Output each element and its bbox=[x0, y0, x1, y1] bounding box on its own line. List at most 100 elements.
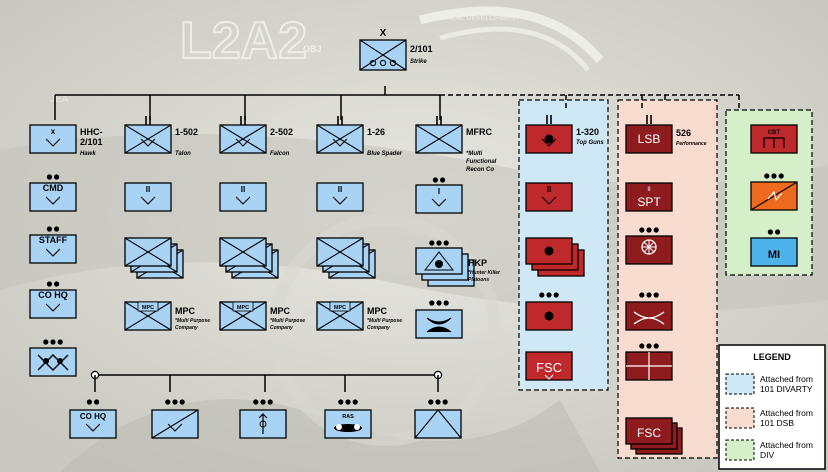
echelon-dot bbox=[46, 174, 53, 180]
echelon-dot bbox=[443, 300, 449, 306]
rotor-icon bbox=[336, 424, 342, 430]
battalion-label: 1-502 bbox=[175, 127, 198, 137]
infantry-cross bbox=[316, 301, 364, 331]
mpc-label: MPC bbox=[367, 306, 388, 316]
echelon-dot bbox=[443, 240, 449, 246]
lsb-frame bbox=[625, 124, 673, 154]
support-sig-symbol bbox=[239, 399, 287, 439]
mpc-box bbox=[137, 301, 159, 312]
fsc-frame bbox=[525, 351, 573, 381]
echelon-dot bbox=[442, 399, 448, 405]
divarty-fsc-symbol: FSC bbox=[525, 351, 573, 381]
fires-batteries-symbol bbox=[525, 237, 585, 277]
company-echelon: II bbox=[146, 185, 150, 194]
lsb-label: LSB bbox=[638, 132, 661, 146]
echelon-dot bbox=[179, 399, 185, 405]
battalion-label: MFRC bbox=[466, 127, 492, 137]
airborne-v-mark bbox=[45, 138, 61, 147]
echelon-dot bbox=[352, 399, 358, 405]
label-line: Company bbox=[270, 325, 293, 331]
wheel-mark bbox=[389, 59, 397, 67]
signal-platoon-symbol bbox=[29, 339, 77, 377]
battalion-sublabel: Talon bbox=[175, 151, 191, 157]
battalion-sublabel: Hawk bbox=[80, 151, 96, 157]
wheel-mark bbox=[379, 59, 387, 67]
label-line: 101 DSB bbox=[760, 418, 794, 428]
company-frame bbox=[316, 182, 364, 212]
fires-target-symbol bbox=[525, 292, 573, 331]
fires-dot-icon bbox=[544, 134, 554, 144]
dsb-fsc-symbol: FSC bbox=[625, 417, 683, 455]
echelon-dot bbox=[94, 399, 100, 405]
hhc-staff-label: STAFF bbox=[39, 235, 68, 245]
recon-slash-mark bbox=[414, 409, 462, 439]
airborne-v-mark bbox=[332, 196, 348, 205]
brigade-echelon: X bbox=[380, 28, 387, 39]
airborne-v-mark bbox=[45, 196, 61, 205]
dsb-panel bbox=[617, 99, 718, 459]
dsb-label: 526 bbox=[676, 128, 691, 138]
mi-frame bbox=[750, 237, 798, 267]
company-frame bbox=[69, 409, 117, 439]
engineer-company-symbol bbox=[750, 173, 798, 211]
echelon-dot bbox=[553, 292, 559, 298]
company-frame bbox=[29, 289, 77, 319]
legend-title: LEGEND bbox=[753, 352, 791, 362]
ring-watermark-text: OF TACTICAL DEVELOPMENT bbox=[420, 15, 520, 22]
airborne-v-mark bbox=[45, 303, 61, 312]
echelon-dot bbox=[539, 292, 545, 298]
battalion-sublabel: Falcon bbox=[270, 151, 290, 157]
infantry-cross bbox=[316, 237, 364, 267]
echelon-bar bbox=[646, 115, 648, 124]
wheel-mark bbox=[369, 59, 377, 67]
transport-company-symbol bbox=[625, 292, 673, 331]
battalion-label: 2-502 bbox=[270, 127, 293, 137]
transport-frame bbox=[625, 301, 673, 331]
company-frame bbox=[29, 234, 77, 264]
fires-sublabel: Top Guns bbox=[576, 140, 604, 146]
echelon-dot bbox=[646, 343, 652, 349]
echelon-dot bbox=[778, 173, 784, 179]
battalion-sublabel: Blue Spader bbox=[367, 151, 403, 157]
airborne-v-mark bbox=[167, 423, 183, 432]
echelon-dot bbox=[429, 240, 435, 246]
label-line: Talon bbox=[175, 151, 191, 157]
hkp-label: HKP bbox=[468, 258, 487, 268]
recon-icon bbox=[423, 251, 455, 271]
mpc-label: MPC bbox=[175, 306, 196, 316]
echelon-dot bbox=[653, 343, 659, 349]
spt-echelon: II bbox=[647, 187, 651, 193]
hq-company-2: II bbox=[219, 182, 267, 212]
echelon-bar bbox=[145, 116, 147, 125]
mpc-box-label: MPC bbox=[237, 305, 249, 311]
divarty-fsc-label: FSC bbox=[536, 360, 562, 375]
diagonal-mark bbox=[750, 181, 798, 211]
hhc-cmd-label: CMD bbox=[43, 183, 64, 193]
mi-label: MI bbox=[768, 249, 780, 261]
airborne-v-mark bbox=[85, 423, 101, 432]
label-line: *Hunter Killer bbox=[468, 270, 501, 276]
echelon-bar bbox=[240, 116, 242, 125]
label-line: 2/101 bbox=[80, 137, 103, 147]
wheel-spokes-icon bbox=[642, 240, 656, 254]
legend-swatch bbox=[725, 439, 755, 461]
cbt-label: CBT bbox=[768, 130, 781, 136]
infantry-cross bbox=[124, 124, 172, 154]
support-cohq-label: CO HQ bbox=[80, 412, 106, 421]
lightning-icon bbox=[37, 354, 69, 371]
node-icon bbox=[57, 358, 63, 364]
mi-company-symbol: MI bbox=[750, 229, 798, 267]
rotor-icon bbox=[354, 424, 360, 430]
echelon-dot bbox=[639, 292, 645, 298]
ras-label: RAS bbox=[342, 414, 354, 420]
echelon-dot bbox=[345, 399, 351, 405]
echelon-bar bbox=[440, 116, 442, 125]
medical-company-symbol bbox=[625, 227, 673, 265]
